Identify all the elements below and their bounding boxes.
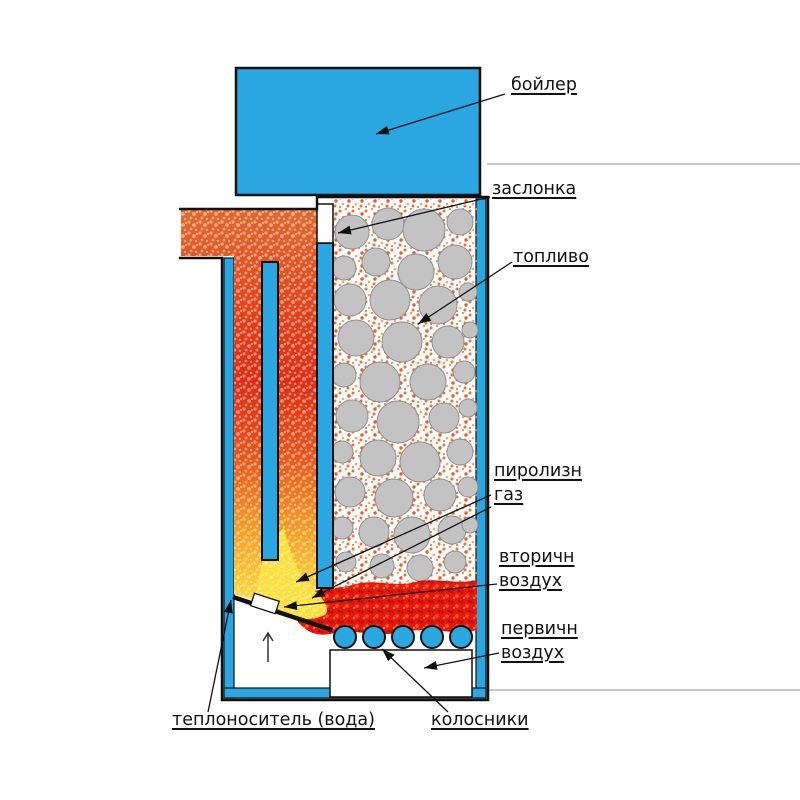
leader-arrow-pyrolysis-1 <box>295 494 492 583</box>
primary-air-label-line2: воздух <box>501 643 565 663</box>
boiler-label: бойлер <box>511 75 577 95</box>
leader-arrow-pyrolysis-2 <box>311 506 492 599</box>
deflector-plate <box>232 594 333 633</box>
leader-arrow-fuel <box>417 261 513 325</box>
heat-exchanger-plate <box>261 261 279 561</box>
leader-arrow-coolant <box>207 599 233 713</box>
leader-arrow-boiler <box>375 93 506 135</box>
pyrolysis-gas-label-line2: газ <box>494 485 524 505</box>
ash-box <box>329 649 473 698</box>
air-flow-arrow-icon <box>262 631 274 662</box>
grate-bars <box>333 625 473 649</box>
primary-air-label-line1: первичн <box>501 619 578 639</box>
secondary-air-label-line1: вторичн <box>499 547 575 567</box>
secondary-air-nozzle <box>249 592 281 615</box>
furnace-outline <box>179 195 490 702</box>
boiler-tank <box>234 66 482 197</box>
leader-arrow-grates <box>381 648 449 713</box>
damper-label: заслонка <box>492 179 577 199</box>
damper-plate <box>316 203 334 244</box>
flue-duct <box>181 210 317 618</box>
grates-label: колосники <box>431 710 529 730</box>
wood-logs <box>330 207 479 582</box>
coolant-label: теплоноситель (вода) <box>172 710 375 730</box>
pyrolysis-gas-label-line1: пиролизн <box>494 461 582 481</box>
leader-arrow-damper <box>337 196 491 235</box>
coal-bed <box>298 580 477 635</box>
flame-channel <box>181 210 317 618</box>
secondary-air-label-line2: воздух <box>499 571 563 591</box>
partition-plate <box>316 242 334 589</box>
leader-arrow-secondary-air <box>283 583 498 611</box>
leader-arrow-primary-air <box>423 652 500 670</box>
leader-arrows <box>207 93 513 713</box>
fuel-label: топливо <box>513 247 589 267</box>
